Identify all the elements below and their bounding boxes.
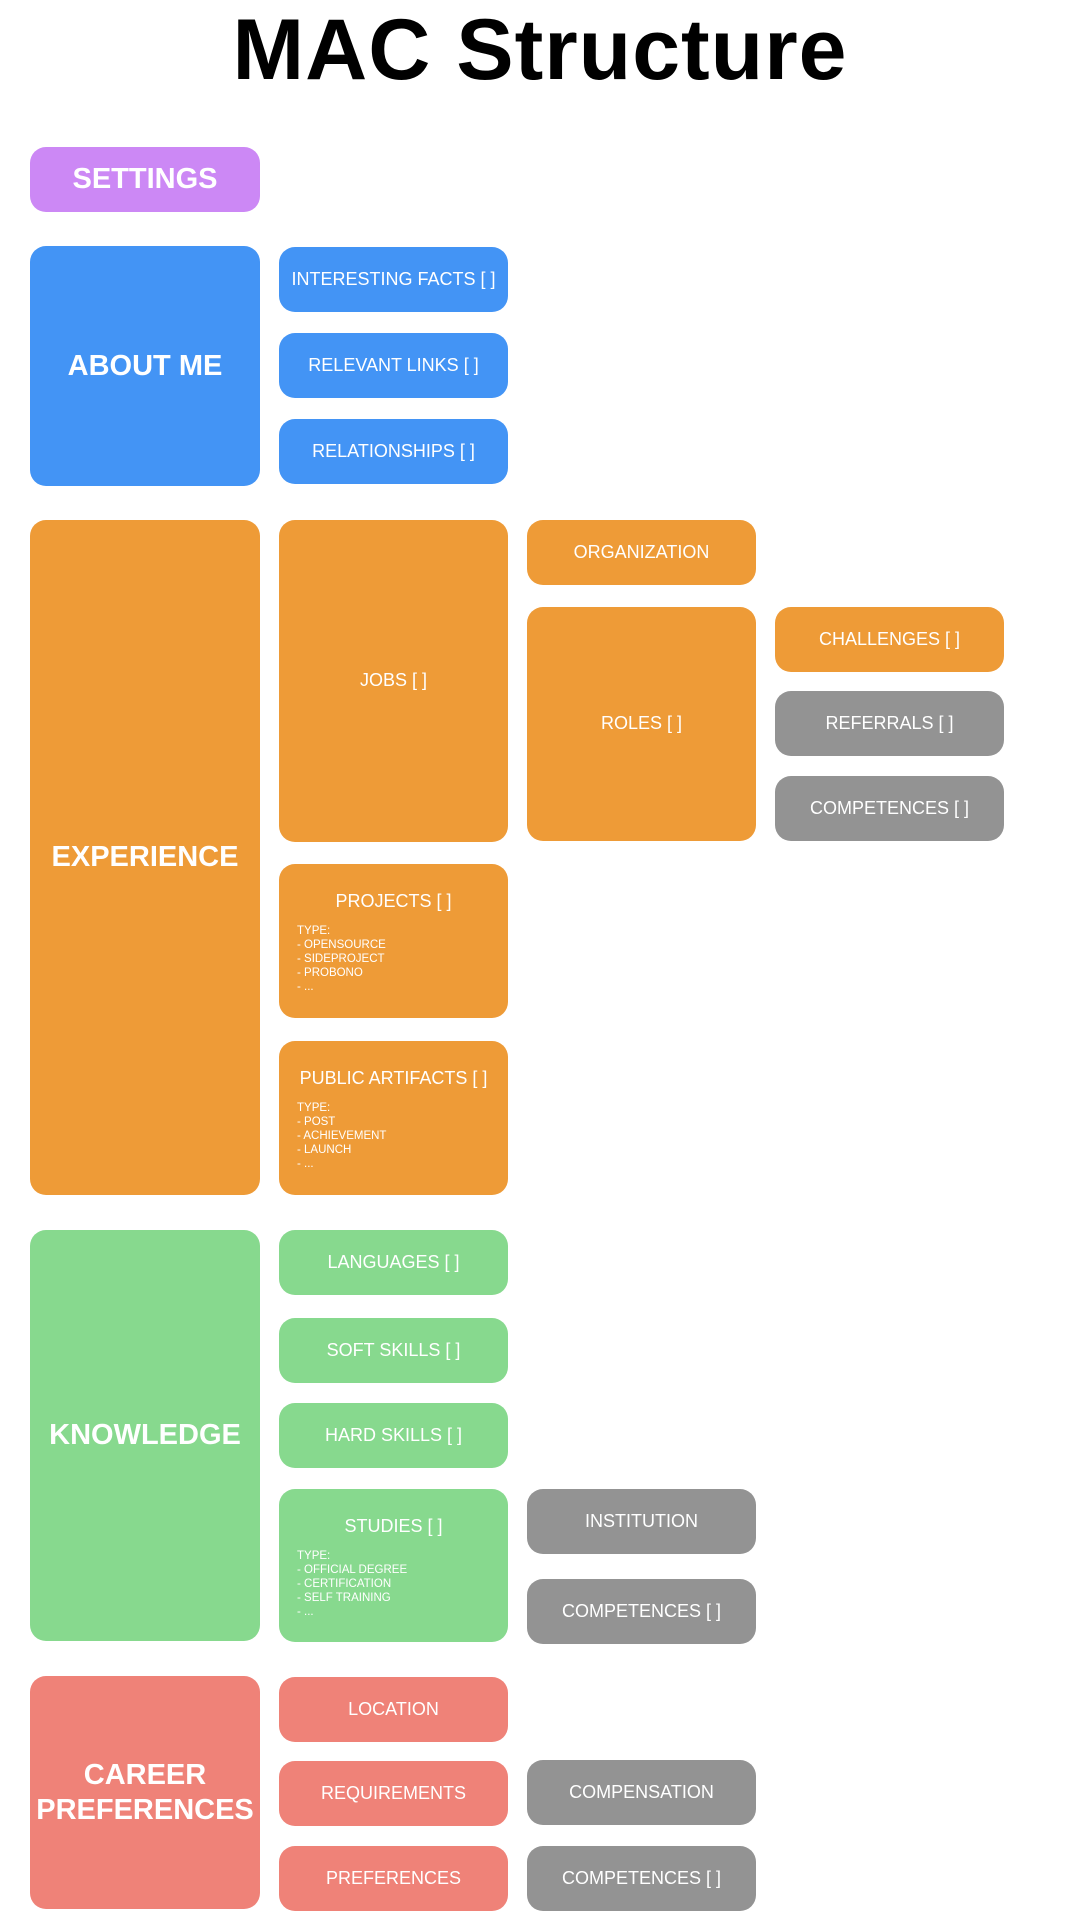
projects-label: PROJECTS [ ]: [335, 891, 452, 911]
settings-node[interactable]: SETTINGS: [30, 147, 260, 212]
projects-type-item: - OPENSOURCE: [297, 939, 386, 951]
relationships-node[interactable]: RELATIONSHIPS [ ]: [279, 419, 508, 484]
compensation-node[interactable]: COMPENSATION: [527, 1760, 756, 1825]
page-title: MAC Structure: [232, 2, 848, 98]
about-me-node[interactable]: ABOUT ME: [30, 246, 260, 486]
studies-type-item: - OFFICIAL DEGREE: [297, 1564, 408, 1576]
public-artifacts-type-item: - POST: [297, 1116, 336, 1128]
studies-label: STUDIES [ ]: [344, 1516, 443, 1536]
requirements-node[interactable]: REQUIREMENTS: [279, 1761, 508, 1826]
languages-node[interactable]: LANGUAGES [ ]: [279, 1230, 508, 1295]
public-artifacts-type-item: - ...: [297, 1158, 314, 1170]
projects-type-list: TYPE: - OPENSOURCE - SIDEPROJECT - PROBO…: [297, 924, 490, 994]
relevant-links-node[interactable]: RELEVANT LINKS [ ]: [279, 333, 508, 398]
hard-skills-node[interactable]: HARD SKILLS [ ]: [279, 1403, 508, 1468]
organization-node[interactable]: ORGANIZATION: [527, 520, 756, 585]
studies-type-item: - CERTIFICATION: [297, 1578, 392, 1590]
roles-node[interactable]: ROLES [ ]: [527, 607, 756, 841]
studies-node[interactable]: STUDIES [ ] TYPE: - OFFICIAL DEGREE - CE…: [279, 1489, 508, 1642]
public-artifacts-type-header: TYPE:: [297, 1102, 331, 1114]
studies-type-header: TYPE:: [297, 1550, 331, 1562]
public-artifacts-node[interactable]: PUBLIC ARTIFACTS [ ] TYPE: - POST - ACHI…: [279, 1041, 508, 1195]
public-artifacts-type-list: TYPE: - POST - ACHIEVEMENT - LAUNCH - ..…: [297, 1101, 490, 1171]
career-competences-node[interactable]: COMPETENCES [ ]: [527, 1846, 756, 1911]
preferences-node[interactable]: PREFERENCES: [279, 1846, 508, 1911]
location-node[interactable]: LOCATION: [279, 1677, 508, 1742]
projects-type-item: - ...: [297, 981, 314, 993]
referrals-node[interactable]: REFERRALS [ ]: [775, 691, 1004, 756]
public-artifacts-type-item: - LAUNCH: [297, 1144, 352, 1156]
public-artifacts-label: PUBLIC ARTIFACTS [ ]: [299, 1068, 488, 1088]
projects-type-item: - SIDEPROJECT: [297, 953, 385, 965]
interesting-facts-node[interactable]: INTERESTING FACTS [ ]: [279, 247, 508, 312]
study-competences-node[interactable]: COMPETENCES [ ]: [527, 1579, 756, 1644]
institution-node[interactable]: INSTITUTION: [527, 1489, 756, 1554]
career-preferences-node[interactable]: CAREER PREFERENCES: [30, 1676, 260, 1909]
studies-type-list: TYPE: - OFFICIAL DEGREE - CERTIFICATION …: [297, 1549, 490, 1619]
projects-type-item: - PROBONO: [297, 967, 363, 979]
challenges-node[interactable]: CHALLENGES [ ]: [775, 607, 1004, 672]
projects-node[interactable]: PROJECTS [ ] TYPE: - OPENSOURCE - SIDEPR…: [279, 864, 508, 1018]
jobs-node[interactable]: JOBS [ ]: [279, 520, 508, 842]
soft-skills-node[interactable]: SOFT SKILLS [ ]: [279, 1318, 508, 1383]
role-competences-node[interactable]: COMPETENCES [ ]: [775, 776, 1004, 841]
knowledge-node[interactable]: KNOWLEDGE: [30, 1230, 260, 1641]
projects-type-header: TYPE:: [297, 925, 331, 937]
studies-type-item: - ...: [297, 1606, 314, 1618]
experience-node[interactable]: EXPERIENCE: [30, 520, 260, 1195]
public-artifacts-type-item: - ACHIEVEMENT: [297, 1130, 387, 1142]
studies-type-item: - SELF TRAINING: [297, 1592, 391, 1604]
